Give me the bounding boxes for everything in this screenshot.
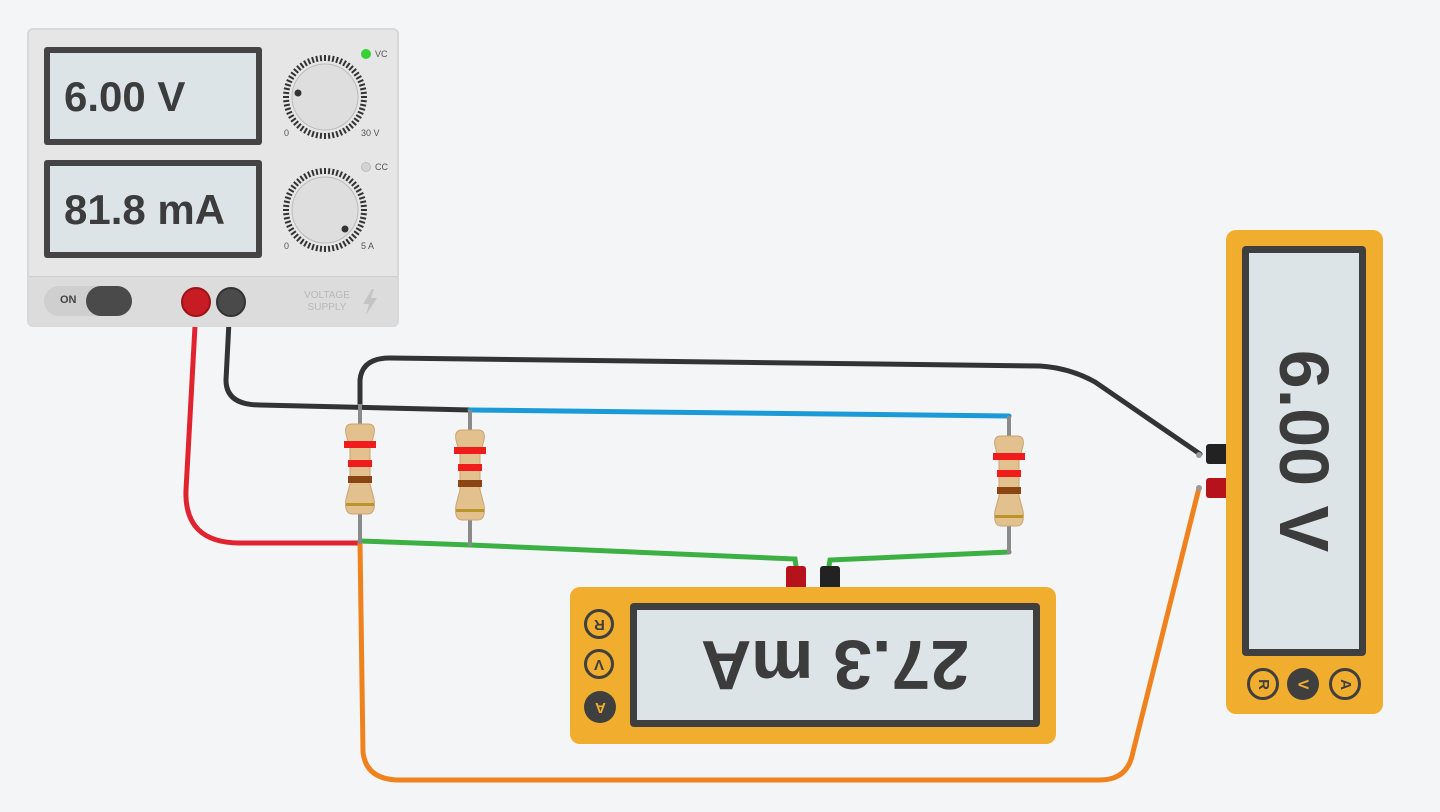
ammeter-readout: 27.3 mA bbox=[700, 626, 970, 704]
power-switch[interactable]: ON bbox=[44, 286, 132, 316]
voltmeter-com-probe[interactable] bbox=[1206, 444, 1230, 464]
cc-indicator-led bbox=[361, 162, 371, 172]
ammeter[interactable]: 27.3 mA R V A bbox=[570, 587, 1056, 744]
resistor-3[interactable] bbox=[993, 416, 1025, 554]
ammeter-probes bbox=[784, 564, 844, 590]
ammeter-mode-r-button[interactable]: R bbox=[584, 609, 614, 639]
current-knob-min-label: 0 bbox=[284, 241, 290, 251]
voltmeter-mode-r-button[interactable]: R bbox=[1247, 668, 1279, 700]
positive-terminal[interactable] bbox=[181, 287, 211, 317]
voltage-knob[interactable] bbox=[279, 52, 379, 142]
ammeter-positive-probe[interactable] bbox=[786, 566, 806, 588]
power-switch-knob bbox=[86, 286, 132, 316]
ammeter-display: 27.3 mA bbox=[630, 603, 1040, 727]
vc-label: VC bbox=[375, 49, 388, 59]
voltmeter-mode-a-button[interactable]: A bbox=[1329, 668, 1361, 700]
ammeter-mode-v-button[interactable]: V bbox=[584, 649, 614, 679]
voltage-knob-min-label: 0 bbox=[284, 128, 290, 138]
green-wire-left[interactable] bbox=[357, 538, 799, 569]
voltmeter-display: 6.00 V bbox=[1242, 246, 1366, 656]
voltmeter-positive-probe[interactable] bbox=[1206, 478, 1230, 498]
blue-wire[interactable] bbox=[467, 407, 1012, 419]
negative-terminal[interactable] bbox=[216, 287, 246, 317]
voltage-readout: 6.00 V bbox=[64, 73, 186, 120]
cc-label: CC bbox=[375, 162, 388, 172]
current-knob[interactable] bbox=[279, 165, 379, 255]
red-wire[interactable] bbox=[183, 299, 363, 546]
voltmeter-mode-v-button[interactable]: V bbox=[1287, 668, 1319, 700]
orange-wire[interactable] bbox=[357, 485, 1202, 783]
ammeter-negative-probe[interactable] bbox=[820, 566, 840, 588]
resistor-2[interactable] bbox=[454, 410, 486, 546]
ammeter-mode-a-button[interactable]: A bbox=[584, 691, 616, 723]
current-display: 81.8 mA bbox=[44, 160, 262, 258]
current-readout: 81.8 mA bbox=[64, 186, 226, 233]
black-wire-voltmeter[interactable] bbox=[357, 355, 1203, 457]
black-wire-supply[interactable] bbox=[223, 299, 473, 413]
power-switch-label: ON bbox=[60, 294, 77, 306]
voltmeter-readout: 6.00 V bbox=[1265, 349, 1343, 553]
resistor-1[interactable] bbox=[344, 404, 376, 544]
current-knob-max-label: 5 A bbox=[361, 241, 375, 251]
voltmeter[interactable]: 6.00 V R V A bbox=[1226, 230, 1383, 714]
voltmeter-probes bbox=[1204, 442, 1230, 502]
lightning-icon bbox=[363, 289, 377, 315]
green-wire-right[interactable] bbox=[826, 549, 1012, 569]
vc-indicator-led bbox=[361, 49, 371, 59]
brand-label: VOLTAGE SUPPLY bbox=[304, 290, 350, 313]
power-supply[interactable]: 6.00 V 81.8 mA 0 30 V VC 0 5 A CC ON VOL… bbox=[27, 28, 399, 327]
voltage-display: 6.00 V bbox=[44, 47, 262, 145]
voltage-knob-max-label: 30 V bbox=[361, 128, 380, 138]
